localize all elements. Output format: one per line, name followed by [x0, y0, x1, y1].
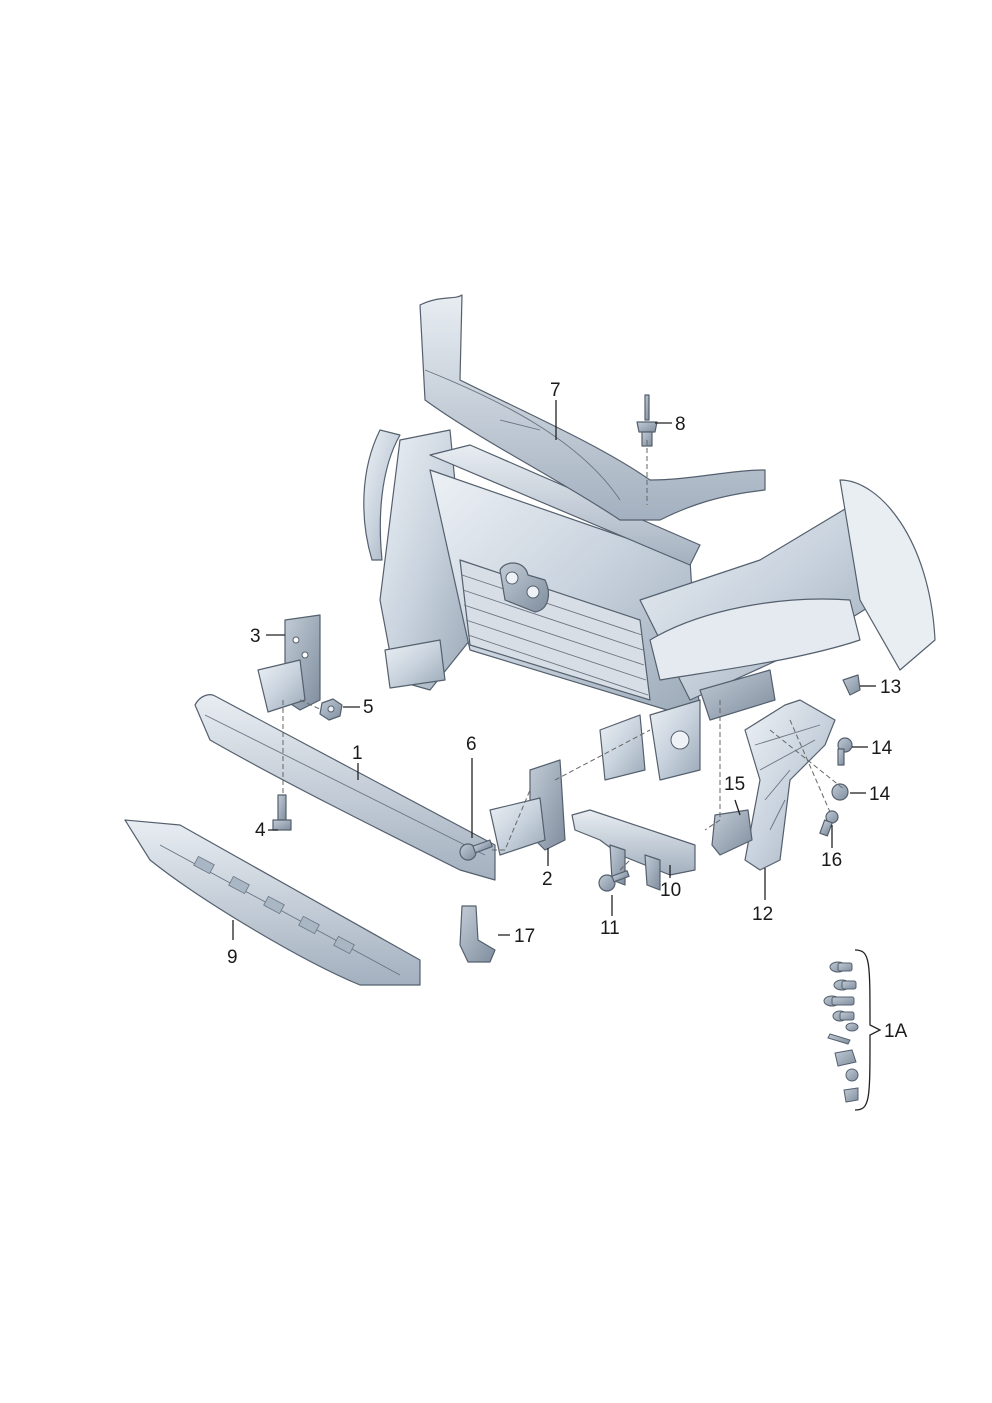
callout-10: 10 [660, 880, 681, 901]
callout-8: 8 [675, 414, 686, 435]
part-3-left-bracket [257, 614, 321, 713]
part-14-screw-b [831, 783, 849, 801]
callout-2: 2 [542, 869, 553, 890]
part-8-rivet [636, 394, 658, 447]
callout-12: 12 [752, 904, 773, 925]
part-4-bolt [272, 794, 292, 831]
callout-14-lower: 14 [869, 784, 891, 805]
callout-16: 16 [821, 850, 842, 871]
part-10-guide-bracket [571, 809, 696, 891]
callout-6: 6 [466, 734, 477, 755]
callout-14-upper: 14 [871, 738, 893, 759]
callout-5: 5 [363, 697, 374, 718]
part-9-energy-absorber [124, 819, 421, 986]
callout-13: 13 [880, 677, 901, 698]
callout-4: 4 [255, 820, 266, 841]
leader-lines [232, 400, 882, 1111]
part-7-upper-cover-strip [419, 294, 766, 521]
part-1-bumper-cross-beam [194, 694, 496, 881]
part-15-cover-pad [711, 809, 753, 856]
part-6-bolt [459, 839, 493, 861]
part-16-screw [819, 810, 839, 837]
part-14-screw-a [837, 737, 853, 766]
front-end-body-structure [363, 429, 936, 781]
callout-15: 15 [724, 774, 745, 795]
callout-11: 11 [600, 918, 620, 939]
callout-1: 1 [352, 743, 363, 764]
part-2-right-bracket [489, 759, 566, 856]
part-5-nut [319, 698, 343, 721]
part-12-side-bracket [744, 699, 836, 871]
callout-17: 17 [514, 926, 535, 947]
callout-3: 3 [250, 626, 261, 647]
callout-labels: 1 2 3 4 5 6 7 8 9 10 11 12 13 14 14 15 1… [227, 380, 908, 1042]
part-11-screw [598, 870, 630, 892]
assembly-lines [282, 440, 846, 871]
part-17-small-bracket [459, 905, 496, 963]
callout-9: 9 [227, 947, 238, 968]
callout-7: 7 [550, 380, 561, 401]
part-1a-fastener-kit [823, 961, 859, 1103]
callout-1a: 1A [884, 1021, 908, 1042]
part-13-clip [842, 674, 861, 696]
